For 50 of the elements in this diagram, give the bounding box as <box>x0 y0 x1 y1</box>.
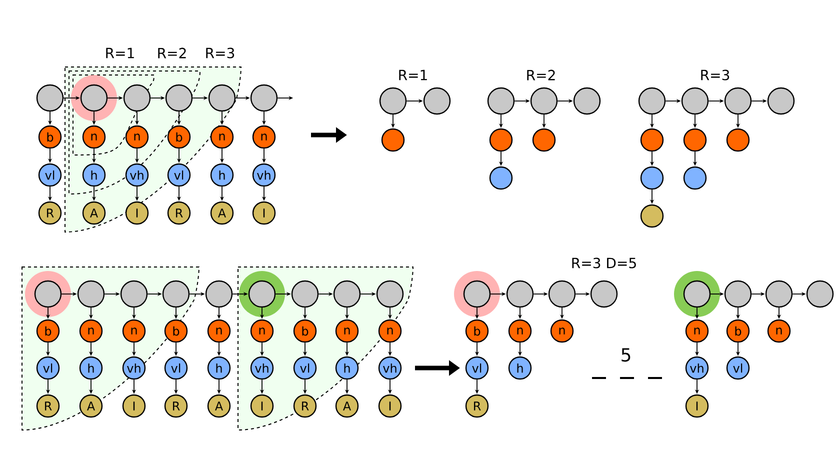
label: R=1 <box>399 70 427 80</box>
node-circle <box>291 280 319 308</box>
node-circle <box>573 87 601 115</box>
label: R=2 <box>158 48 186 58</box>
node-circle <box>80 84 108 112</box>
label: R=3 <box>701 70 730 80</box>
node-circle <box>77 280 105 308</box>
node-circle <box>506 280 534 308</box>
node-circle <box>765 280 793 308</box>
node-circle <box>463 280 491 308</box>
label: R=3 D=5 <box>572 258 636 268</box>
node-circle <box>423 87 451 115</box>
node-circle <box>120 280 148 308</box>
label: R=2 <box>527 70 555 80</box>
node-circle <box>640 204 664 228</box>
node-circle <box>376 280 404 308</box>
label: 5 <box>622 348 630 362</box>
node-circle <box>683 280 711 308</box>
node-circle <box>381 128 405 152</box>
node-circle <box>250 84 278 112</box>
node-circle <box>640 166 664 190</box>
node-circle <box>681 87 709 115</box>
node-circle <box>489 128 513 152</box>
node-circle <box>205 280 233 308</box>
node-circle <box>489 166 513 190</box>
label: R=1 <box>106 48 134 58</box>
node-circle <box>683 128 707 152</box>
node-circle <box>683 166 707 190</box>
node-circle <box>487 87 515 115</box>
node-circle <box>34 280 62 308</box>
node-circle <box>724 280 752 308</box>
node-circle <box>640 128 664 152</box>
node-circle <box>165 84 193 112</box>
node-circle <box>379 87 407 115</box>
node-circle <box>724 87 752 115</box>
node-circle <box>162 280 190 308</box>
node-circle <box>532 128 556 152</box>
label: R=3 <box>206 48 234 58</box>
node-circle <box>726 128 750 152</box>
node-circle <box>590 280 618 308</box>
node-circle <box>333 280 361 308</box>
node-circle <box>767 87 795 115</box>
node-circle <box>638 87 666 115</box>
node-circle <box>548 280 576 308</box>
node-circle <box>248 280 276 308</box>
node-circle <box>123 84 151 112</box>
node-circle <box>36 84 64 112</box>
node-circle <box>530 87 558 115</box>
node-circle <box>208 84 236 112</box>
node-circle <box>806 280 834 308</box>
